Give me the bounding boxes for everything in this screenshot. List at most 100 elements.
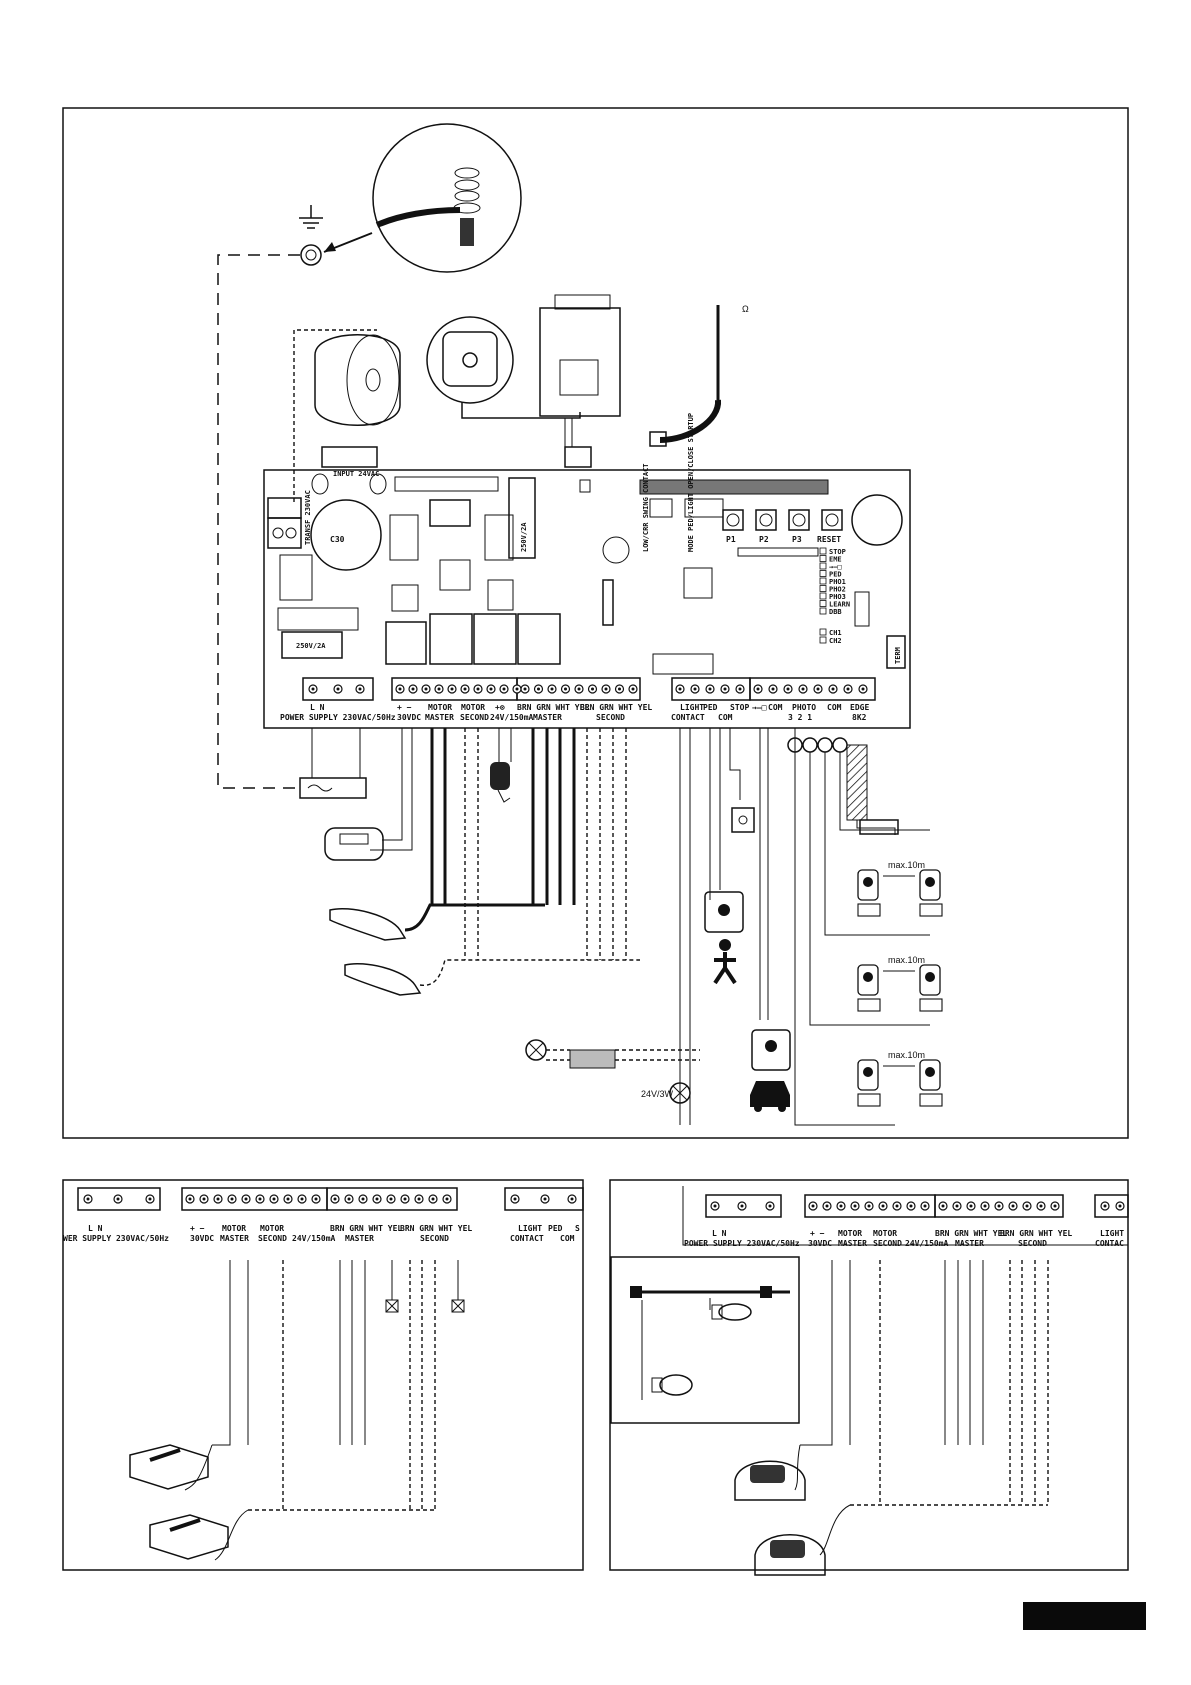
terminal-screw-dot [272,1197,276,1201]
led-label: PED [829,571,842,579]
terminal-screw-dot [86,1197,90,1201]
bottom-right-wiring [794,1260,1049,1556]
terminal-screw-dot [756,687,760,691]
term-master: MASTER [425,713,454,722]
battery-pack [324,728,413,861]
terminal-screw-dot [895,1204,899,1208]
bl-contact: CONTACT [510,1234,544,1243]
terminal-screw-dot [771,687,775,691]
bl-master: MASTER [220,1234,249,1243]
led-indicator [819,547,827,555]
term-photo-nums: 3 2 1 [788,713,812,722]
photocell [857,964,879,996]
terminal-screw-dot [723,687,727,691]
terminal-screw-dot [188,1197,192,1201]
terminal-screw-dot [825,1204,829,1208]
ground-detail [372,123,522,273]
bl-second: SECOND [258,1234,287,1243]
button-p2-label: P2 [759,535,769,544]
dip-a-label: LOW/CRR SWING CONTACT [642,463,650,552]
led-label: EME [829,556,842,564]
br-light: LIGHT [1100,1229,1124,1238]
terminal-screw-dot [286,1197,290,1201]
bl-lamp-rating: 24V/150mA [292,1234,336,1243]
bl-ln: L N [88,1224,103,1233]
led-label: PHO2 [829,586,846,594]
terminal-screw-dot [148,1197,152,1201]
actuator-second [344,959,640,996]
terminal-screw-dot [424,687,428,691]
terminal-screw-dot [831,687,835,691]
terminal-screw-dot [489,687,493,691]
bl-light: LIGHT [518,1224,542,1233]
led-label: →—□ [829,563,842,571]
term-light: LIGHT [680,703,704,712]
input-label: INPUT 24VAC [333,470,379,478]
led-label: PHO3 [829,593,846,601]
fuse-aux-label: 250V/2A [520,522,528,552]
br-second-2: SECOND [1018,1239,1047,1248]
term-second-2: SECOND [596,713,625,722]
term-motor-master: MOTOR [428,703,452,712]
photocell-terminal [857,903,881,917]
channel-label: CH1 [829,629,842,637]
bottom-right-inset [610,1186,1128,1424]
photocell-lens [863,972,873,982]
electric-lock [426,316,581,419]
led-label: LEARN [829,601,850,609]
br-colors-master: BRN GRN WHT YEL [935,1229,1007,1238]
term-colors-master: BRN GRN WHT YEL [517,703,589,712]
terminal-screw-dot [801,687,805,691]
terminal-screw-dot [476,687,480,691]
br-plus-minus: + − [810,1229,825,1238]
photocell [919,964,941,996]
bl-power: WER SUPPLY 230VAC/50Hz [63,1234,169,1243]
br-colors-second: BRN GRN WHT YEL [1000,1229,1072,1238]
photocell-terminal [919,998,943,1012]
terminal-screw-dot [403,1197,407,1201]
br-ln: L N [712,1229,727,1238]
led-indicator [819,600,827,607]
power-wires [299,728,367,799]
br-30vdc: 30VDC [808,1239,832,1248]
actuator-master [329,903,545,941]
terminal-screw-dot [502,687,506,691]
bl-second-2: SECOND [420,1234,449,1243]
channel-label: CH2 [829,637,842,645]
earth-symbol-icon [299,205,373,266]
term-lock: →—□ [752,703,767,712]
motor-wires [430,728,627,960]
terminal-screw-dot [550,687,554,691]
terminal-screw-dot [846,687,850,691]
terminal-screw-dot [445,1197,449,1201]
terminal-screw-dot [314,1197,318,1201]
terminal-screw-dot [816,687,820,691]
channel-indicator [819,628,827,636]
terminal-screw-dot [515,687,519,691]
terminal-screw-dot [1039,1204,1043,1208]
max-distance-label: max.10m [888,955,925,965]
bl-motor-second: MOTOR [260,1224,284,1233]
led-indicator [819,555,827,562]
br-contact: CONTAC [1095,1239,1124,1248]
terminal-label: TERM [894,647,902,664]
terminal-screw-dot [537,687,540,691]
br-master: MASTER [838,1239,867,1248]
relay-module [539,294,621,493]
led-indicator [819,570,827,577]
access-devices [679,728,791,1125]
terminal-screw-dot [244,1197,248,1201]
lamp-24v: 24V/3W [641,1082,691,1104]
terminal-screw-dot [258,1197,262,1201]
term-edge-value: 8K2 [852,713,867,722]
bl-30vdc: 30VDC [190,1234,214,1243]
photocell-wiring [787,728,930,1126]
terminal-screw-dot [1025,1204,1029,1208]
underground-motor-second [149,1514,229,1560]
led-indicator [819,607,827,615]
photocell [857,1059,879,1091]
earth-wire [217,254,300,789]
photocell-terminal [919,1093,943,1107]
terminal-screw-dot [361,1197,365,1201]
terminal-screw-dot [450,687,454,691]
